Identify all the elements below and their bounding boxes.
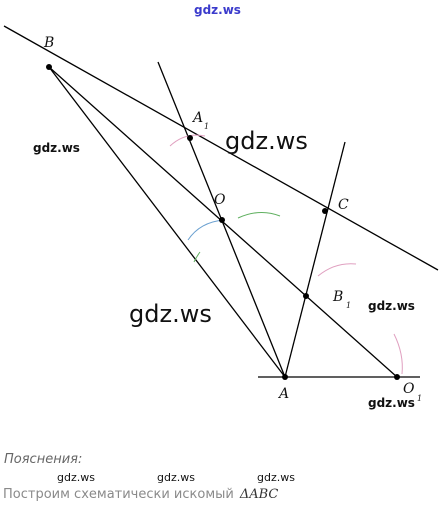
explanation-line: Построим схематически искомый ΔABC bbox=[3, 487, 278, 502]
watermark-bottom-1: gdz.ws bbox=[57, 471, 95, 484]
point-A1 bbox=[187, 135, 193, 141]
arc-at-O-green bbox=[237, 212, 281, 219]
point-O1 bbox=[394, 374, 400, 380]
label-B1: B bbox=[332, 289, 343, 305]
point-C bbox=[322, 208, 328, 214]
watermark-right-small-2: gdz.ws bbox=[368, 396, 415, 410]
point-B bbox=[46, 64, 52, 70]
line-through-B-C bbox=[3, 25, 439, 271]
arc-at-O-blue bbox=[187, 219, 225, 241]
line-B-A bbox=[48, 66, 286, 378]
watermark-mid-large: gdz.ws bbox=[225, 127, 308, 155]
arc-at-B1 bbox=[317, 263, 357, 277]
point-B1 bbox=[303, 293, 309, 299]
watermark-bottom-3: gdz.ws bbox=[257, 471, 295, 484]
label-O1: O bbox=[403, 381, 415, 397]
label-A1: A bbox=[191, 110, 203, 126]
point-O bbox=[219, 217, 225, 223]
watermark-center-large: gdz.ws bbox=[129, 300, 212, 328]
label-A: A bbox=[277, 386, 289, 402]
label-B: B bbox=[43, 35, 54, 51]
explanation-title: Пояснения: bbox=[4, 452, 83, 467]
label-A1-sub: 1 bbox=[204, 122, 209, 131]
construction-arcs bbox=[169, 134, 403, 375]
arc-small-green bbox=[193, 251, 201, 263]
label-C: C bbox=[338, 197, 349, 213]
watermark-right-small-1: gdz.ws bbox=[368, 299, 415, 313]
explanation-text: Построим схематически искомый bbox=[3, 487, 234, 502]
watermark-left-small: gdz.ws bbox=[33, 141, 80, 155]
arc-at-O1 bbox=[393, 333, 403, 375]
line-A-C-extended bbox=[284, 141, 346, 378]
label-O: O bbox=[214, 192, 226, 208]
watermark-top: gdz.ws bbox=[194, 3, 241, 17]
points bbox=[46, 64, 400, 380]
arc-at-A1 bbox=[169, 134, 206, 147]
label-O1-sub: 1 bbox=[417, 394, 422, 403]
explanation-math: ΔABC bbox=[239, 487, 279, 502]
watermark-bottom-2: gdz.ws bbox=[157, 471, 195, 484]
point-A bbox=[282, 374, 288, 380]
label-B1-sub: 1 bbox=[346, 301, 351, 310]
